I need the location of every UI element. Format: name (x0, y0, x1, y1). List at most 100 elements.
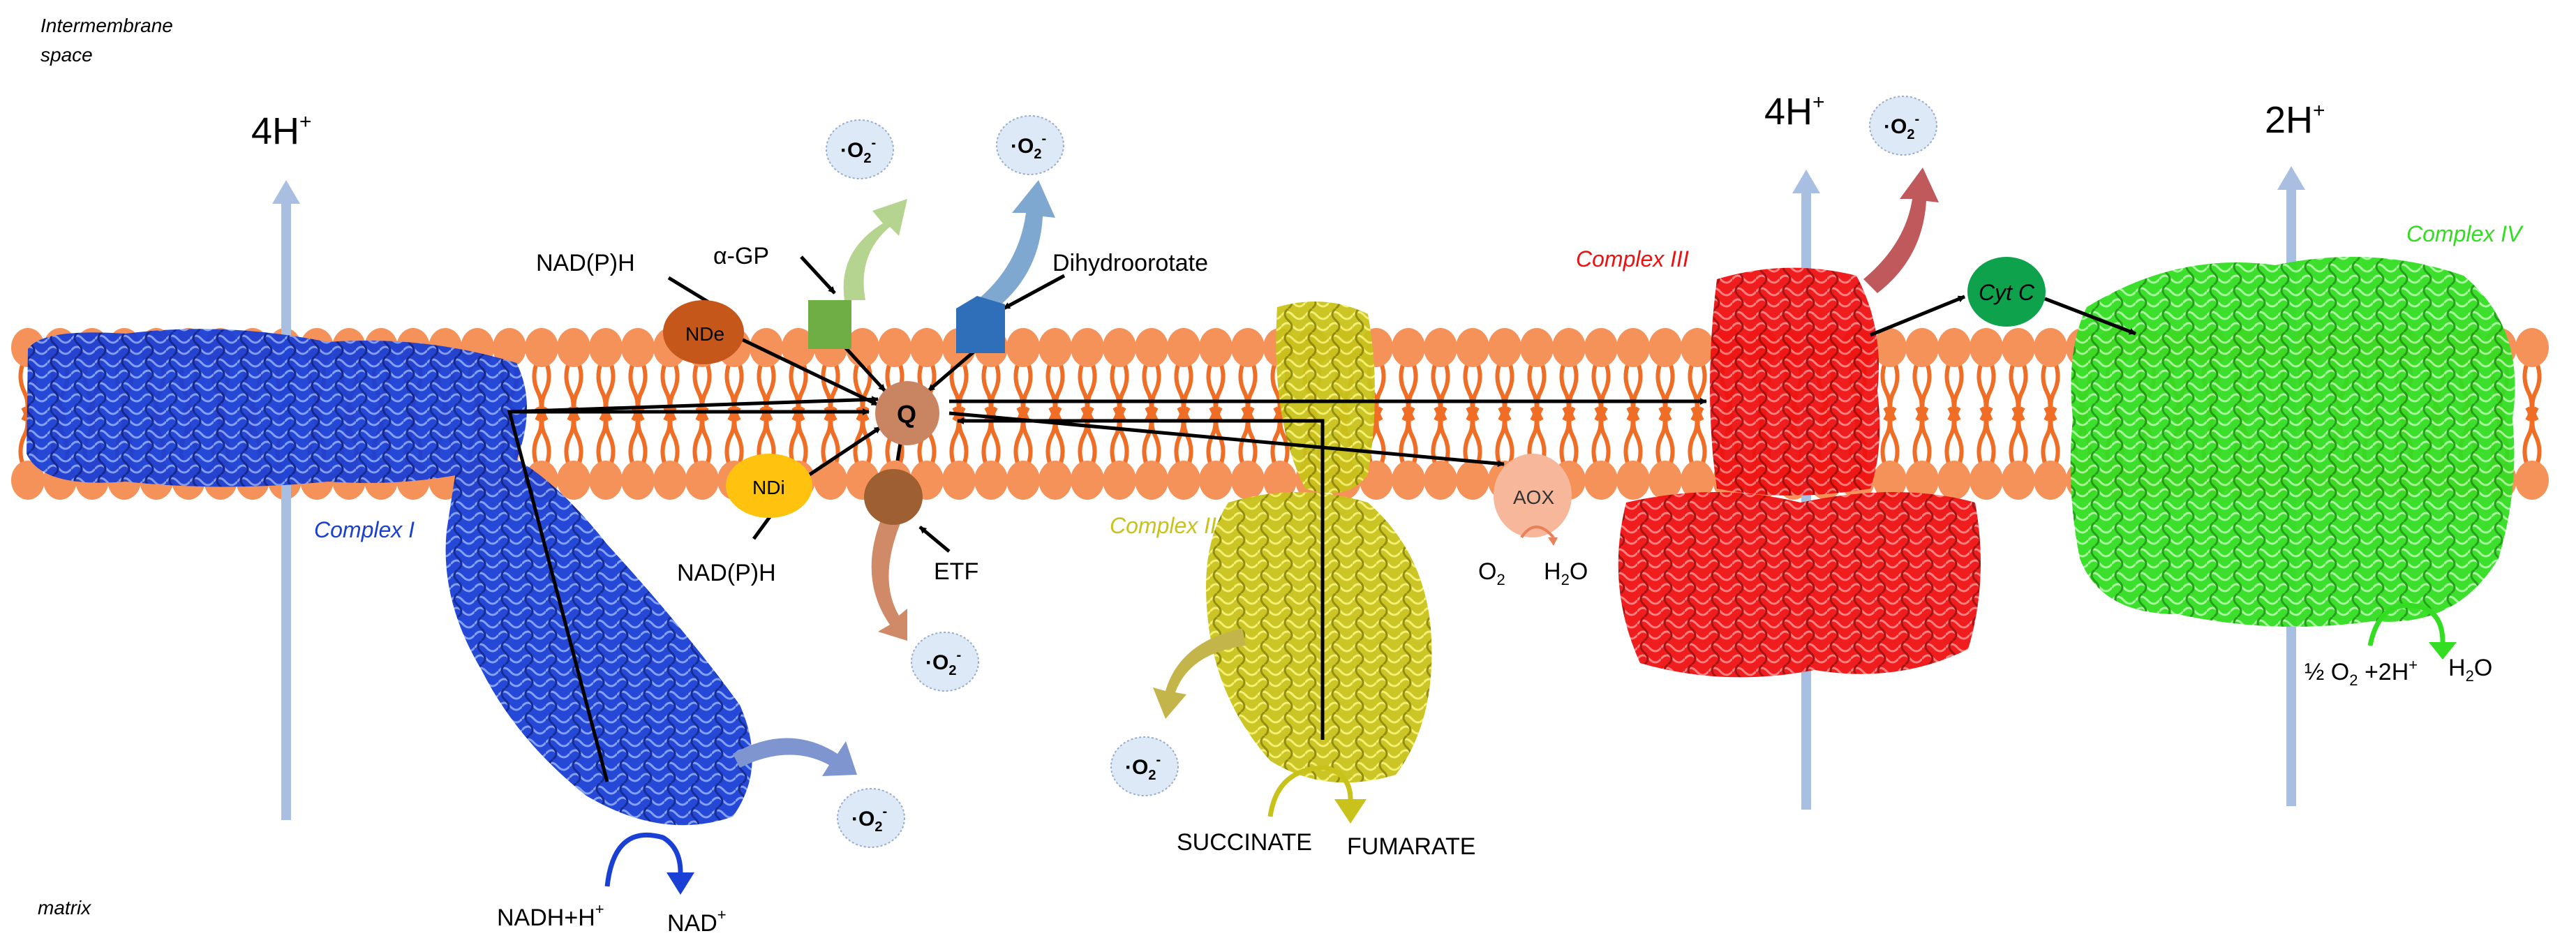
nad-label: NAD+ (667, 906, 727, 937)
lipid-head-lower (974, 461, 1008, 500)
lipid-tail-upper (1591, 362, 1611, 422)
aox-oxygen-label: O2 (1478, 558, 1505, 588)
lipid-head-upper (621, 328, 655, 367)
lipid-tail-upper (1880, 362, 1900, 422)
superoxide-bubble-5: ·O2- (1110, 736, 1179, 796)
superoxide-bubble-2: ·O2- (996, 115, 1064, 175)
proton-label-complex1: 4H+ (251, 110, 312, 152)
superoxide-arrow-alpha-gp (843, 199, 907, 300)
lipid-tail-upper (2009, 362, 2028, 422)
lipid-head-lower (1071, 461, 1104, 500)
lipid-tail-upper (1431, 362, 1450, 422)
lipid-tail-lower (1206, 406, 1226, 466)
lipid-head-upper (750, 328, 783, 367)
lipid-head-lower (621, 461, 655, 500)
aox-water-label: H2O (1544, 558, 1588, 588)
lipid-tail-lower (1655, 406, 1675, 466)
nde-node: NDe (663, 300, 744, 364)
lipid-tail-lower (2009, 406, 2028, 466)
lipid-tail-lower (1495, 406, 1514, 466)
lipid-head-lower (1616, 461, 1650, 500)
lipid-head-upper (1456, 328, 1489, 367)
intermembrane-space-label-line2: space (40, 44, 93, 66)
lipid-head-lower (1038, 461, 1072, 500)
lipid-head-lower (1167, 461, 1200, 500)
svg-text:Q: Q (897, 400, 916, 429)
nadh-label: NADH+H+ (497, 900, 604, 931)
lipid-head-upper (493, 328, 526, 367)
lipid-tail-lower (1912, 406, 1932, 466)
lipid-tail-lower (1880, 406, 1900, 466)
lipid-tail-upper (981, 362, 1001, 422)
lipid-head-upper (2515, 328, 2549, 367)
svg-text:·O2-: ·O2- (1884, 112, 1919, 142)
lipid-head-lower (1424, 461, 1457, 500)
lipid-head-lower (653, 461, 687, 500)
lipid-head-upper (1038, 328, 1072, 367)
lipid-tail-upper (1142, 362, 1161, 422)
lipid-tail-upper (1238, 362, 1258, 422)
lipid-head-lower (1584, 461, 1618, 500)
dihydroorotate-dehydrogenase-node (956, 296, 1005, 353)
complex-3-label: Complex III (1576, 246, 1689, 272)
lipid-head-upper (2034, 328, 2067, 367)
svg-text:NDe: NDe (685, 323, 724, 345)
superoxide-bubble-4: ·O2- (911, 632, 979, 692)
complex-4-label: Complex IV (2406, 221, 2524, 246)
lipid-tail-upper (1559, 362, 1579, 422)
lipid-head-upper (1648, 328, 1682, 367)
complex4-oxygen-label: ½ O2 +2H+ (2305, 656, 2418, 689)
aox-node: AOX (1494, 454, 1572, 537)
lipid-tail-upper (2522, 362, 2542, 422)
lipid-head-lower (2034, 461, 2067, 500)
lipid-head-lower (1905, 461, 1939, 500)
svg-text:·O2-: ·O2- (1011, 131, 1046, 162)
alpha-gp-label: α-GP (713, 243, 769, 269)
svg-text:·O2-: ·O2- (851, 804, 887, 835)
lipid-head-lower (2002, 461, 2035, 500)
lipid-head-upper (1006, 328, 1040, 367)
lipid-head-upper (2002, 328, 2035, 367)
lipid-head-lower (557, 461, 590, 500)
q-node: Q (875, 381, 939, 445)
lipid-head-upper (878, 328, 911, 367)
lipid-tail-upper (1944, 362, 1964, 422)
lipid-tail-lower (628, 406, 648, 466)
lipid-head-upper (782, 328, 815, 367)
ndi-node: NDi (726, 454, 812, 518)
lipid-head-upper (1873, 328, 1907, 367)
nadph-top-label: NAD(P)H (536, 250, 635, 276)
lipid-head-upper (1584, 328, 1618, 367)
svg-text:Cyt C: Cyt C (1979, 280, 2035, 305)
lipid-head-lower (1873, 461, 1907, 500)
lipid-tail-lower (1688, 406, 1707, 466)
lipid-head-upper (1167, 328, 1200, 367)
lipid-tail-upper (1078, 362, 1097, 422)
svg-text:·O2-: ·O2- (840, 135, 876, 166)
lipid-tail-upper (1655, 362, 1675, 422)
lipid-head-lower (1648, 461, 1682, 500)
lipid-head-upper (1488, 328, 1521, 367)
lipid-head-upper (1616, 328, 1650, 367)
lipid-head-upper (557, 328, 590, 367)
matrix-label: matrix (38, 897, 91, 918)
lipid-tail-upper (1013, 362, 1033, 422)
lipid-head-lower (1103, 461, 1136, 500)
lipid-tail-lower (1238, 406, 1258, 466)
lipid-head-upper (1937, 328, 1971, 367)
lipid-tail-upper (1688, 362, 1707, 422)
lipid-tail-lower (1591, 406, 1611, 466)
lipid-tail-lower (1976, 406, 1996, 466)
lipid-tail-lower (1463, 406, 1482, 466)
lipid-head-upper (1071, 328, 1104, 367)
superoxide-arrow-complex3 (1863, 168, 1939, 293)
lipid-head-upper (1970, 328, 2003, 367)
complex-1-label: Complex I (314, 517, 415, 542)
nadph-bottom-label: NAD(P)H (677, 560, 776, 586)
lipid-tail-upper (1495, 362, 1514, 422)
succinate-label: SUCCINATE (1177, 829, 1312, 856)
superoxide-bubble-1: ·O2- (826, 119, 894, 179)
proton-label-complex4: 2H+ (2265, 99, 2325, 141)
lipid-head-lower (1231, 461, 1265, 500)
